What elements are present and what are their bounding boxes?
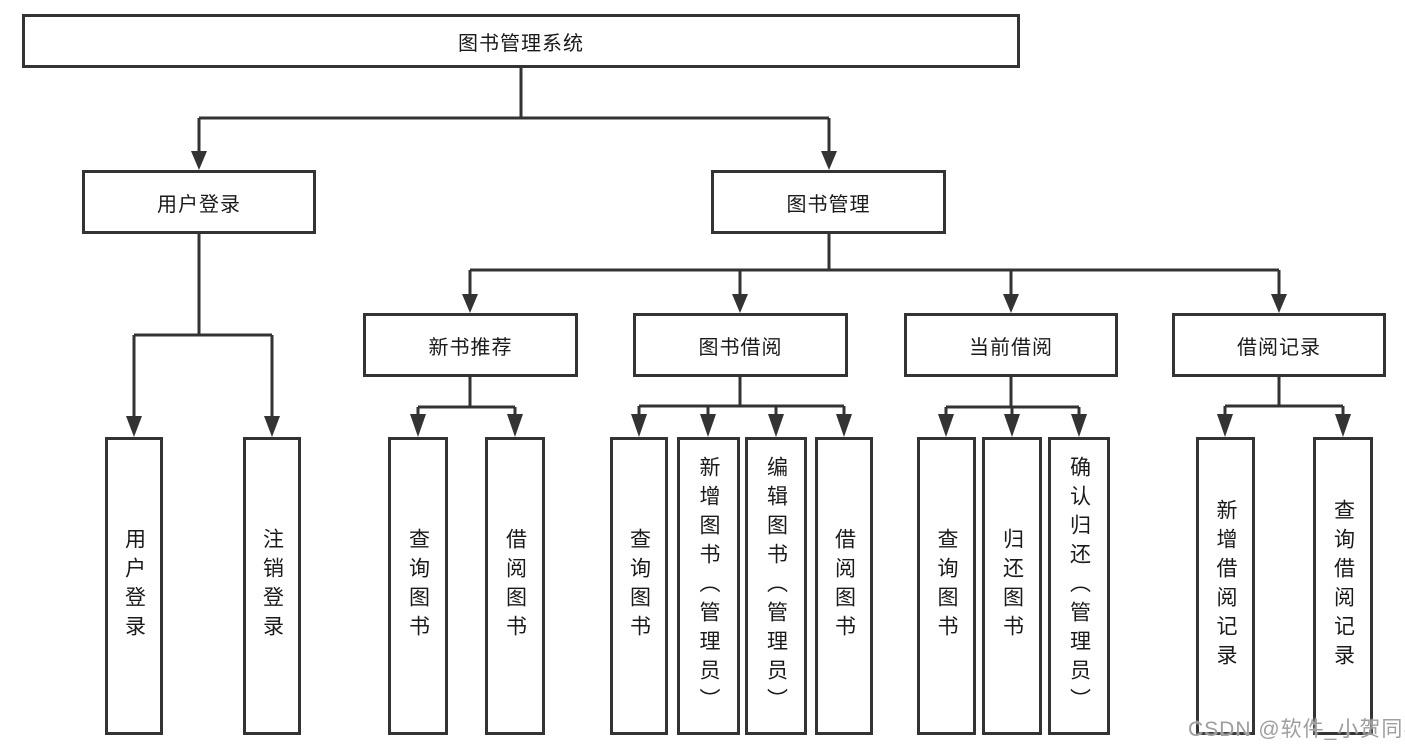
leaf-add-books-admin: 新增图书（管理员） <box>677 437 740 735</box>
leaf-query-books-2: 查询图书 <box>610 437 668 735</box>
node-book-borrowing: 图书借阅 <box>633 313 848 377</box>
leaf-confirm-return-admin: 确认归还（管理员） <box>1048 437 1110 735</box>
leaf-return-books: 归还图书 <box>982 437 1042 735</box>
node-new-book-recommend: 新书推荐 <box>363 313 578 377</box>
leaf-borrow-books-2: 借阅图书 <box>815 437 873 735</box>
node-user-login: 用户登录 <box>82 170 316 234</box>
leaf-add-borrow-record: 新增借阅记录 <box>1196 437 1255 735</box>
edge-lines <box>132 68 1345 422</box>
arrowheads <box>126 151 1351 437</box>
leaf-borrow-books-1: 借阅图书 <box>485 437 545 735</box>
watermark: CSDN @软件_小贺同学 <box>1188 718 1405 741</box>
leaf-logout: 注销登录 <box>243 437 301 735</box>
node-root: 图书管理系统 <box>22 14 1020 68</box>
leaf-edit-books-admin: 编辑图书（管理员） <box>745 437 807 735</box>
leaf-query-books-3: 查询图书 <box>917 437 976 735</box>
node-book-management: 图书管理 <box>711 170 946 234</box>
leaf-query-borrow-record: 查询借阅记录 <box>1313 437 1373 735</box>
leaf-user-login: 用户登录 <box>105 437 163 735</box>
leaf-query-books-1: 查询图书 <box>388 437 448 735</box>
node-current-borrowing: 当前借阅 <box>904 313 1118 377</box>
node-borrow-records: 借阅记录 <box>1172 313 1386 377</box>
